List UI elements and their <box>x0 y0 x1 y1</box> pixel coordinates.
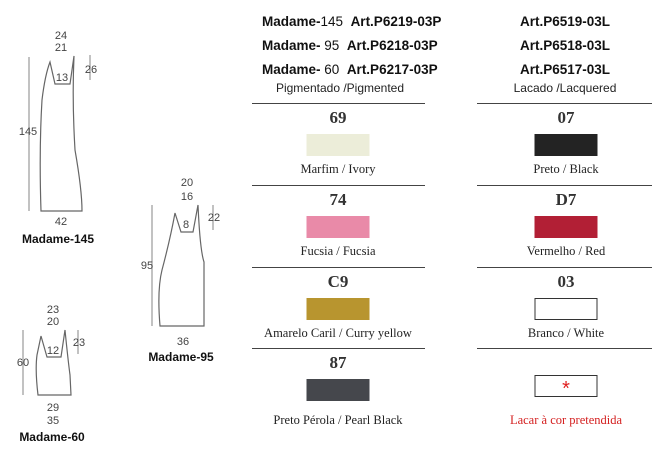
color-swatch <box>306 216 370 238</box>
color-swatch <box>306 298 370 320</box>
divider <box>252 185 425 186</box>
color-swatch <box>534 216 598 238</box>
article-lacquered: Art.P6519-03L <box>519 14 611 29</box>
article-pigmented: Art.P6217-03P <box>346 62 438 77</box>
color-code: 07 <box>557 108 575 127</box>
dim-base: 36 <box>176 336 190 348</box>
color-swatch <box>534 134 598 156</box>
dim-height: 95 <box>140 260 154 272</box>
article-pigmented: Art.P6218-03P <box>346 38 438 53</box>
color-code: 87 <box>329 353 347 372</box>
color-label: Vermelho / Red <box>526 244 606 258</box>
color-code: 03 <box>557 272 575 291</box>
divider <box>252 267 425 268</box>
madame-95-outline <box>158 204 205 327</box>
model-label: Madame- <box>262 14 321 29</box>
model-size: 95 <box>320 38 340 53</box>
madame-145-outline <box>39 55 83 212</box>
color-swatch <box>306 379 370 401</box>
divider <box>477 103 652 104</box>
dim-top-inner: 16 <box>180 191 194 203</box>
dim-base: 42 <box>54 216 68 228</box>
divider <box>252 348 425 349</box>
custom-color-asterisk: * <box>562 378 570 400</box>
dim-top-outer: 24 <box>54 30 68 42</box>
model-size: 145 <box>320 14 344 29</box>
color-label: Fucsia / Fucsia <box>300 244 376 258</box>
divider <box>477 267 652 268</box>
pigmented-heading: Pigmentado /Pigmented <box>275 81 405 95</box>
color-code: 69 <box>329 108 347 127</box>
dim-top-outer: 23 <box>46 304 60 316</box>
model-size: 60 <box>320 62 340 77</box>
lacquered-heading: Lacado /Lacquered <box>513 81 617 95</box>
product-outlines <box>22 55 214 396</box>
dim-notch-height: 22 <box>207 212 221 224</box>
dim-top-inner: 21 <box>54 42 68 54</box>
dim-height: 60 <box>16 357 30 369</box>
article-lacquered: Art.P6518-03L <box>519 38 611 53</box>
madame-60-outline <box>35 329 72 396</box>
color-swatch <box>306 134 370 156</box>
color-label: Preto Pérola / Pearl Black <box>273 413 403 427</box>
dim-notch: 8 <box>182 219 190 231</box>
dim-notch: 12 <box>46 345 60 357</box>
color-code: D7 <box>555 190 577 209</box>
dim-top-inner: 20 <box>46 316 60 328</box>
dim-base-inner: 29 <box>46 402 60 414</box>
model-name: Madame-145 <box>21 232 95 246</box>
color-label: Lacar à cor pretendida <box>509 413 623 427</box>
model-label: Madame- <box>262 38 321 53</box>
color-label: Preto / Black <box>533 162 599 176</box>
dim-height: 145 <box>18 126 38 138</box>
divider <box>477 185 652 186</box>
color-code: 74 <box>329 190 347 209</box>
dim-notch: 13 <box>55 72 69 84</box>
divider <box>477 348 652 349</box>
article-pigmented: Art.P6219-03P <box>350 14 442 29</box>
dim-notch-height: 26 <box>84 64 98 76</box>
dim-top-outer: 20 <box>180 177 194 189</box>
color-swatch: * <box>534 375 598 400</box>
model-name: Madame-60 <box>19 430 85 444</box>
dim-notch-height: 23 <box>72 337 86 349</box>
color-code: C9 <box>327 272 349 291</box>
model-label: Madame- <box>262 62 321 77</box>
article-lacquered: Art.P6517-03L <box>519 62 611 77</box>
color-swatch <box>534 298 598 320</box>
color-label: Amarelo Caril / Curry yellow <box>264 326 412 340</box>
divider <box>252 103 425 104</box>
color-label: Branco / White <box>527 326 605 340</box>
dim-base: 35 <box>46 415 60 427</box>
color-label: Marfim / Ivory <box>300 162 376 176</box>
model-name: Madame-95 <box>148 350 214 364</box>
model-article-row: Madame- 60 Art.P6217-03P <box>262 62 438 77</box>
model-article-row: Madame-145 Art.P6219-03P <box>262 14 441 29</box>
model-article-row: Madame- 95 Art.P6218-03P <box>262 38 438 53</box>
